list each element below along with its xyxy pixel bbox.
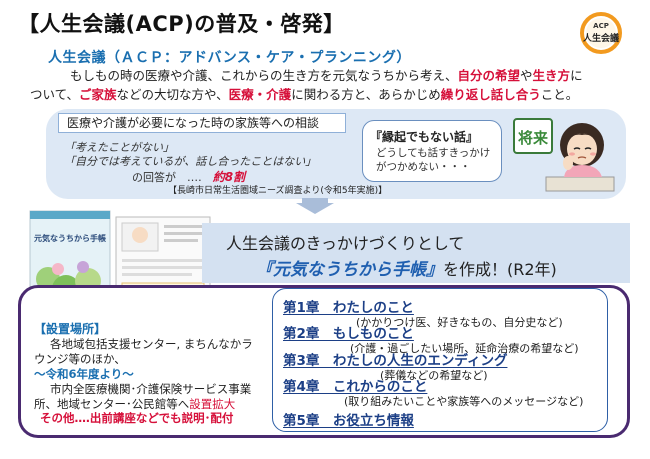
definition-emphasis: 自分の希望 [457, 68, 521, 83]
places-other: その他‥‥出前講座などでも説明･配付 [40, 411, 234, 425]
card-label: 将来 [518, 129, 549, 147]
chapter-3-title: 第3章 わたしの人生のエンディング [283, 353, 508, 369]
survey-quote-1: 「考えたことがない」 [64, 141, 174, 154]
chapter-4-title: 第4章 これからのこと [283, 379, 428, 395]
chapter-3-description: (葬儀などの希望など) [380, 369, 488, 382]
banner-line-1: 人生会議のきっかけづくりとして [226, 234, 465, 253]
chapter-4-description: (取り組みたいことや家族等へのメッセージなど) [344, 395, 584, 408]
chapter-1-description: (かかりつけ医、好きなもの、自分史など) [356, 316, 563, 329]
chapter-2-title: 第2章 もしものこと [283, 326, 414, 342]
definition-emphasis: 医療・介護 [228, 87, 292, 102]
places-line: 市内全医療機関･介護保険サービス事業 [50, 382, 252, 396]
places-emphasis: 設置拡大 [189, 397, 236, 411]
booklet-title: 元気なうちから手帳 [34, 233, 106, 243]
places-line: 所、地域センター･公民館等へ設置拡大 [34, 396, 235, 412]
logo-label: ACP [593, 22, 609, 30]
answer-text: の回答が ‥‥ [132, 171, 213, 184]
chapter-5-title: 第5章 お役立ち情報 [283, 413, 414, 429]
logo-ring-icon [580, 12, 622, 54]
banner-line-2: 『元気なうちから手帳』を作成！(R2年) [256, 255, 557, 280]
survey-source: 【長崎市日常生活圏域ニーズ調査より(令和5年実施)】 [168, 186, 388, 196]
survey-heading: 医療や介護が必要になった時の家族等への相談 [58, 113, 346, 133]
definition-emphasis: 繰り返し話し合う [440, 87, 541, 102]
definition-text: や [520, 68, 533, 83]
definition-text: こと。 [540, 87, 579, 102]
acp-subtitle: 人生会議（ＡＣＰ：アドバンス・ケア・プランニング） [48, 50, 411, 66]
worried-woman-illustration: 将来 [513, 118, 615, 192]
definition-emphasis: ご家族 [79, 87, 117, 102]
page-title: 【人生会議(ACP)の普及・啓発】 [18, 12, 345, 36]
answer-percentage: 約8割 [212, 170, 246, 184]
definition-line-2: ついて、ご家族などの大切な方や、医療・介護に関わる方と、あらかじめ繰り返し話し合… [30, 85, 630, 104]
places-text: 所、地域センター･公民館等へ [34, 397, 190, 411]
definition-text: ついて、 [30, 87, 80, 102]
definition-text: に [570, 68, 583, 83]
speech-bubble [362, 120, 502, 182]
chapter-2-description: (介護・過ごしたい場所、延命治療の希望など) [350, 342, 579, 355]
bubble-text: どうしても話すきっかけがつかめない・・・ [376, 147, 491, 173]
definition-text: もしもの時の医療や介護、これからの生き方を元気なうちから考え、 [70, 68, 458, 83]
definition-emphasis: 生き方 [532, 68, 571, 83]
down-arrow-icon [296, 198, 334, 214]
definition-line-1: もしもの時の医療や介護、これからの生き方を元気なうちから考え、自分の希望や生き方… [30, 66, 630, 85]
places-period: ～令和6年度より～ [34, 367, 134, 381]
places-line: 各地域包括支援センター, まちんなかラ [50, 337, 253, 351]
logo-text: 人生会議 [582, 34, 619, 44]
places-line: ウンジ等のほか、 [34, 352, 126, 366]
booklet-banner [202, 223, 630, 283]
acp-logo: ACP 人生会議 [578, 10, 624, 56]
acp-definition: もしもの時の医療や介護、これからの生き方を元気なうちから考え、自分の希望や生き方… [30, 66, 630, 104]
banner-line-2-rest: を作成！(R2年) [443, 260, 557, 279]
definition-text: に関わる方と、あらかじめ [291, 87, 441, 102]
survey-answer: の回答が ‥‥ 約8割 [132, 168, 245, 185]
places-title: 【設置場所】 [34, 322, 107, 336]
chapter-list [272, 288, 608, 432]
chapter-1-title: 第1章 わたしのこと [283, 300, 414, 316]
bubble-title: 『縁起でもない話』 [370, 130, 479, 144]
definition-text: などの大切な方や、 [116, 87, 229, 102]
survey-quote-2: 「自分では考えているが、話し合ったことはない」 [64, 155, 317, 168]
booklet-name: 『元気なうちから手帳』 [256, 260, 443, 280]
